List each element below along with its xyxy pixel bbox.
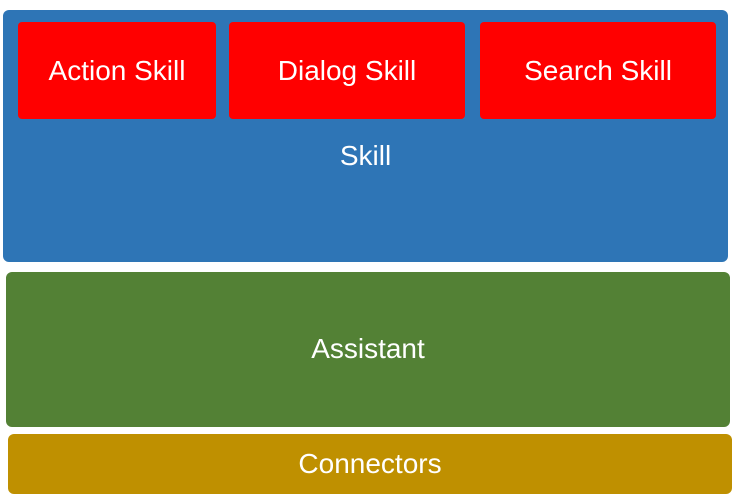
skill-layer: Action Skill Dialog Skill Search Skill S… xyxy=(3,10,728,262)
connectors-layer-label: Connectors xyxy=(298,448,442,479)
dialog-skill-box: Dialog Skill xyxy=(229,22,465,119)
action-skill-box: Action Skill xyxy=(18,22,216,119)
assistant-layer-label: Assistant xyxy=(311,333,425,364)
connectors-layer: Connectors xyxy=(8,434,732,494)
search-skill-box: Search Skill xyxy=(480,22,716,119)
assistant-layer: Assistant xyxy=(6,272,730,427)
skill-layer-label: Skill xyxy=(339,140,392,171)
